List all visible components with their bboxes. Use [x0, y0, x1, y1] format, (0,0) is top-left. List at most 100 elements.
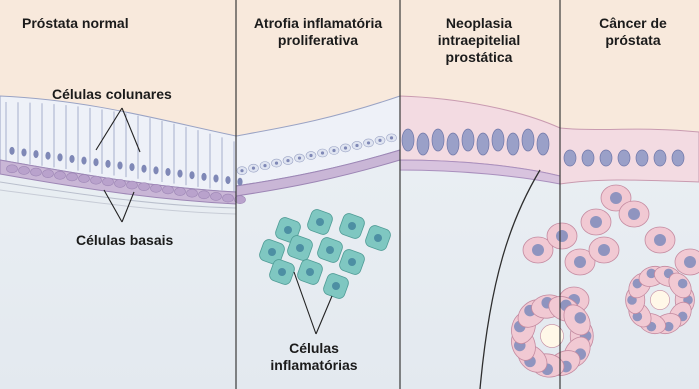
atrophic-cell-nucleus	[355, 144, 358, 147]
atrophic-cell-nucleus	[378, 139, 381, 142]
basal-cell	[91, 176, 102, 184]
columnar-cell-nucleus	[177, 170, 182, 178]
columnar-cell-nucleus	[141, 165, 146, 173]
label-inflammatory-cells: Células inflamatórias	[256, 340, 372, 374]
cancer-nucleus	[582, 150, 594, 166]
inflammatory-cell-nucleus	[284, 226, 292, 234]
cancer-cell-nucleus	[628, 208, 640, 220]
inflammatory-cell-nucleus	[278, 268, 286, 276]
inflammatory-cell-nucleus	[348, 222, 356, 230]
basal-cell	[139, 183, 150, 191]
pin-nucleus	[432, 129, 444, 151]
atrophic-cell-nucleus	[321, 151, 324, 154]
columnar-cell-nucleus	[213, 174, 218, 182]
cancer-nucleus	[636, 150, 648, 166]
columnar-cell-nucleus	[237, 178, 242, 186]
inflammatory-cell-nucleus	[332, 282, 340, 290]
basal-cell	[151, 184, 162, 192]
columnar-cell-nucleus	[93, 158, 98, 166]
atrophic-cell-nucleus	[286, 159, 289, 162]
basal-cell	[211, 192, 222, 200]
basal-cell	[187, 189, 198, 197]
cancer-cell-nucleus	[654, 234, 666, 246]
cancer-nucleus	[654, 150, 666, 166]
label-columnar-cells: Células colunares	[52, 86, 172, 103]
basal-cell	[55, 171, 66, 179]
inflammatory-cell-nucleus	[306, 268, 314, 276]
columnar-cell-nucleus	[117, 161, 122, 169]
basal-cell	[43, 170, 54, 178]
basal-cell	[31, 168, 42, 176]
atrophic-cell-nucleus	[309, 154, 312, 157]
pin-nucleus	[447, 133, 459, 155]
cancer-nucleus	[600, 150, 612, 166]
pin-nucleus	[462, 129, 474, 151]
basal-cell	[7, 165, 18, 173]
columnar-cell-nucleus	[201, 173, 206, 181]
atrophic-cell-nucleus	[240, 169, 243, 172]
atrophic-cell-nucleus	[263, 164, 266, 167]
inflammatory-cell-nucleus	[326, 246, 334, 254]
cancer-nucleus	[672, 150, 684, 166]
cancer-cell-nucleus	[684, 256, 696, 268]
columnar-cell-nucleus	[129, 163, 134, 171]
inflammatory-cell-nucleus	[316, 218, 324, 226]
atrophic-cell-nucleus	[332, 149, 335, 152]
columnar-cell-nucleus	[153, 166, 158, 174]
atrophic-cell-nucleus	[367, 141, 370, 144]
columnar-cell-nucleus	[9, 147, 14, 155]
cancer-nucleus	[618, 150, 630, 166]
columnar-cell-nucleus	[225, 176, 230, 184]
panel-title-normal: Próstata normal	[22, 15, 192, 32]
inflammatory-cell-nucleus	[374, 234, 382, 242]
pin-nucleus	[522, 129, 534, 151]
cancer-cell-nucleus	[590, 216, 602, 228]
cancer-cell-nucleus	[556, 230, 568, 242]
atrophic-cell-nucleus	[252, 167, 255, 170]
columnar-cell-nucleus	[69, 155, 74, 163]
basal-cell	[67, 173, 78, 181]
panel-title-pin: Neoplasia intraepitelial prostática	[404, 15, 554, 66]
columnar-cell-nucleus	[81, 157, 86, 165]
basal-cell	[175, 188, 186, 196]
basal-cell	[223, 194, 234, 202]
basal-cell	[103, 178, 114, 186]
basal-cell	[79, 175, 90, 183]
columnar-cell-nucleus	[189, 171, 194, 179]
atrophic-cell-nucleus	[390, 136, 393, 139]
pin-nucleus	[492, 129, 504, 151]
basal-cell	[163, 186, 174, 194]
acinus-lumen	[650, 290, 669, 309]
acinus-nucleus	[678, 279, 688, 289]
panel-title-atrophy: Atrofia inflamatória proliferativa	[238, 15, 398, 49]
basal-cell	[115, 179, 126, 187]
inflammatory-cell-nucleus	[268, 248, 276, 256]
basal-cell	[199, 191, 210, 199]
panel-title-cancer: Câncer de próstata	[570, 15, 696, 49]
basal-cell	[19, 166, 30, 174]
inflammatory-cell-nucleus	[296, 244, 304, 252]
cancer-cell-nucleus	[610, 192, 622, 204]
columnar-cell-nucleus	[165, 168, 170, 176]
acinus-nucleus	[575, 312, 587, 324]
columnar-cell-nucleus	[21, 148, 26, 156]
pin-nucleus	[537, 133, 549, 155]
pin-nucleus	[477, 133, 489, 155]
cancer-cell-nucleus	[574, 256, 586, 268]
cancer-cell-nucleus	[598, 244, 610, 256]
columnar-cell-nucleus	[105, 160, 110, 168]
basal-cell	[127, 181, 138, 189]
pin-nucleus	[417, 133, 429, 155]
atrophic-cell-nucleus	[275, 162, 278, 165]
pin-nucleus	[402, 129, 414, 151]
columnar-cell-nucleus	[57, 153, 62, 161]
atrophic-cell-nucleus	[298, 156, 301, 159]
atrophic-cell-nucleus	[344, 146, 347, 149]
columnar-cell-nucleus	[33, 150, 38, 158]
label-basal-cells: Células basais	[76, 232, 173, 249]
cancer-cell-nucleus	[532, 244, 544, 256]
inflammatory-cell-nucleus	[348, 258, 356, 266]
pin-nucleus	[507, 133, 519, 155]
